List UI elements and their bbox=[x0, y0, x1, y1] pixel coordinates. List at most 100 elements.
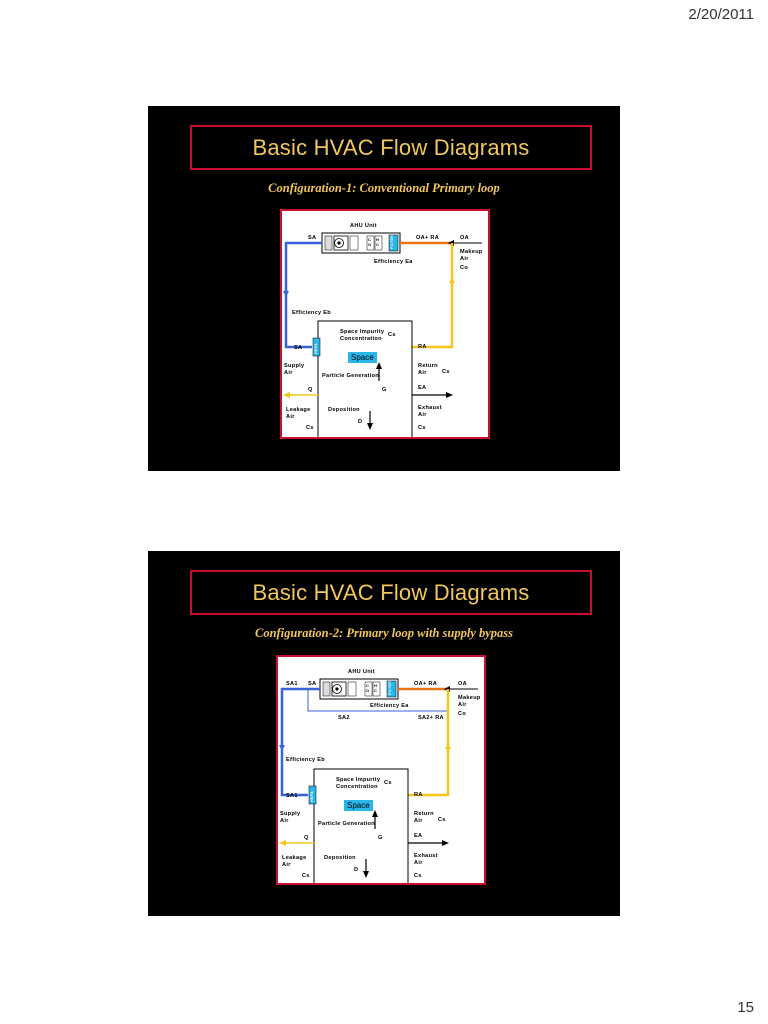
leakage-air-label: Leakage Air bbox=[282, 855, 307, 868]
leakage-arrowhead bbox=[283, 392, 290, 398]
hepa-label: HEPA bbox=[314, 343, 318, 354]
generation-arrowhead bbox=[376, 362, 382, 369]
exhaust-arrowhead bbox=[442, 840, 449, 846]
space-box bbox=[317, 320, 413, 437]
co-top-label: Co bbox=[458, 711, 467, 717]
sa1-top-label: SA1 bbox=[286, 681, 298, 687]
coil-b-label: H C bbox=[374, 683, 378, 693]
hepa-filter bbox=[312, 337, 321, 357]
slide-1: Basic HVAC Flow Diagrams Configuration-1… bbox=[148, 106, 620, 471]
diagram-graphics bbox=[279, 678, 478, 883]
deposition-label: Deposition bbox=[328, 407, 360, 413]
return-air-label: Return Air bbox=[418, 363, 438, 376]
cs-exhaust-label: Cs bbox=[414, 873, 422, 879]
ea-label: EA bbox=[414, 833, 423, 839]
hvac-flow-diagram: AHU Unit SA C O H C FILTER OA+ RA OA Mak… bbox=[280, 209, 490, 439]
cs-leak-label: Cs bbox=[306, 425, 314, 431]
ra-label: RA bbox=[418, 344, 427, 350]
q-label: Q bbox=[308, 387, 313, 393]
hvac-flow-diagram: AHU Unit SA1 SA C O H C FILTER OA+ RA OA… bbox=[276, 655, 486, 885]
bypass-duct bbox=[307, 689, 448, 712]
page-number: 15 bbox=[737, 999, 754, 1016]
heating-coil bbox=[374, 235, 383, 251]
coil-a-label: C O bbox=[368, 237, 372, 247]
supply-air-label: Supply Air bbox=[280, 811, 301, 824]
ahu-unit-label: AHU Unit bbox=[348, 669, 375, 675]
cs-label: Cs bbox=[384, 780, 392, 786]
supply-air-label: Supply Air bbox=[284, 363, 305, 376]
efficiency-eb-label: Efficiency Eb bbox=[292, 310, 332, 316]
cooling-coil bbox=[366, 235, 375, 251]
cs-return-label: Cs bbox=[438, 817, 446, 823]
space-impurity-label: Space Impurity Concentration bbox=[336, 777, 381, 790]
g-label: G bbox=[382, 387, 387, 393]
coil-b-label: H C bbox=[376, 237, 380, 247]
heating-coil bbox=[372, 681, 381, 697]
sa2-label: SA2 bbox=[338, 715, 350, 721]
deposition-arrowhead bbox=[367, 423, 373, 430]
efficiency-ea-label: Efficiency Ea bbox=[370, 703, 409, 709]
space-label: Space bbox=[344, 800, 373, 811]
supply-duct bbox=[284, 241, 322, 349]
return-air-label: Return Air bbox=[414, 811, 434, 824]
return-duct bbox=[408, 689, 450, 797]
efficiency-ea-label: Efficiency Ea bbox=[374, 259, 413, 265]
cs-return-label: Cs bbox=[442, 369, 450, 375]
oa-ra-label: OA+ RA bbox=[414, 681, 438, 687]
leakage-air-label: Leakage Air bbox=[286, 407, 311, 420]
ahu-unit-label: AHU Unit bbox=[350, 223, 377, 229]
slide-title: Basic HVAC Flow Diagrams bbox=[252, 134, 530, 160]
deposition-arrowhead bbox=[363, 871, 369, 878]
co-top-label: Co bbox=[460, 265, 469, 271]
efficiency-eb-label: Efficiency Eb bbox=[286, 757, 326, 763]
coil-a-label: C O bbox=[366, 683, 370, 693]
page-date: 2/20/2011 bbox=[688, 6, 754, 23]
cs-label: Cs bbox=[388, 332, 396, 338]
makeup-air-label: Makeup Air bbox=[458, 695, 481, 708]
oa-label: OA bbox=[460, 235, 469, 241]
generation-arrowhead bbox=[372, 810, 378, 817]
space-impurity-label: Space Impurity Concentration bbox=[340, 329, 385, 342]
slide-subtitle: Configuration-2: Primary loop with suppl… bbox=[254, 626, 514, 640]
exhaust-air-label: Exhaust Air bbox=[414, 853, 438, 866]
sa-label: SA bbox=[294, 345, 303, 351]
slide-title-box: Basic HVAC Flow Diagrams bbox=[190, 125, 592, 170]
deposition-label: Deposition bbox=[324, 855, 356, 861]
return-arrow bbox=[445, 743, 451, 749]
slide-title-box: Basic HVAC Flow Diagrams bbox=[190, 570, 592, 615]
cs-exhaust-label: Cs bbox=[418, 425, 426, 431]
particle-generation-label: Particle Generation bbox=[318, 821, 375, 827]
d-label: D bbox=[354, 867, 359, 873]
grill-left bbox=[322, 681, 331, 697]
slide-title: Basic HVAC Flow Diagrams bbox=[252, 579, 530, 605]
grill-left bbox=[324, 235, 333, 251]
filter-block bbox=[388, 234, 399, 252]
cs-leak-label: Cs bbox=[302, 873, 310, 879]
sa-top-label: SA bbox=[308, 235, 317, 241]
hepa-label: HEPA bbox=[310, 791, 314, 802]
oa-ra-label: OA+ RA bbox=[416, 235, 440, 241]
ra-label: RA bbox=[414, 792, 423, 798]
sa2-ra-label: SA2+ RA bbox=[418, 715, 444, 721]
leakage-arrowhead bbox=[279, 840, 286, 846]
filter-block bbox=[386, 680, 397, 698]
hepa-filter bbox=[308, 785, 317, 805]
sa-top-label: SA bbox=[308, 681, 317, 687]
d-label: D bbox=[358, 419, 363, 425]
diagram-graphics bbox=[283, 232, 482, 437]
exhaust-air-label: Exhaust Air bbox=[418, 405, 442, 418]
supply-duct bbox=[280, 687, 320, 797]
particle-generation-label: Particle Generation bbox=[322, 373, 379, 379]
filter-label: FILTER bbox=[388, 680, 392, 695]
exhaust-arrowhead bbox=[446, 392, 453, 398]
makeup-air-label: Makeup Air bbox=[460, 249, 483, 262]
ea-label: EA bbox=[418, 385, 427, 391]
g-label: G bbox=[378, 835, 383, 841]
cooling-coil bbox=[364, 681, 373, 697]
slide-2: Basic HVAC Flow Diagrams Configuration-2… bbox=[148, 551, 620, 916]
return-arrow bbox=[449, 277, 455, 283]
supply-arrow bbox=[283, 291, 289, 297]
slide-subtitle: Configuration-1: Conventional Primary lo… bbox=[268, 181, 500, 195]
q-label: Q bbox=[304, 835, 309, 841]
return-duct bbox=[412, 243, 454, 349]
